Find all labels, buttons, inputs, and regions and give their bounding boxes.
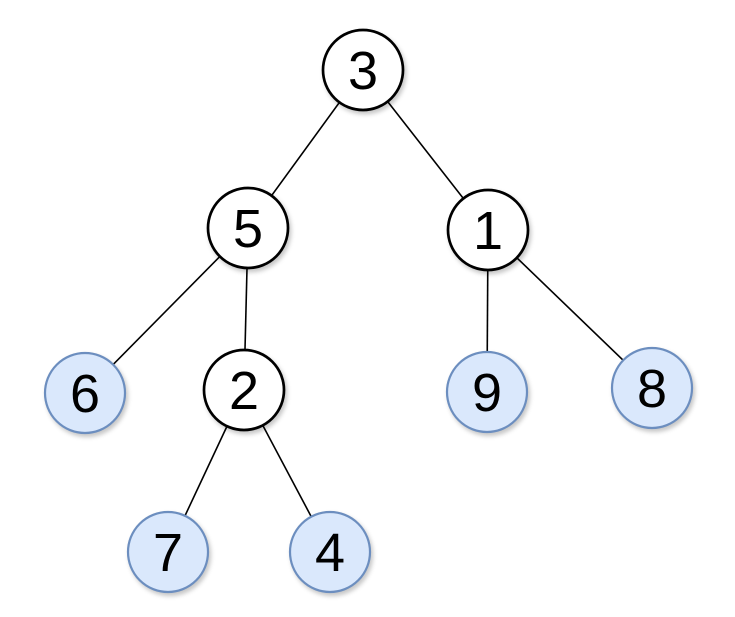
tree-node-4: 4 bbox=[288, 510, 372, 594]
tree-node-9: 9 bbox=[445, 350, 529, 434]
node-circle-2 bbox=[202, 348, 286, 432]
node-circle-1 bbox=[446, 188, 530, 272]
node-circle-5 bbox=[206, 186, 290, 270]
tree-node-2: 2 bbox=[202, 348, 286, 432]
node-label-4: 4 bbox=[315, 523, 345, 583]
node-label-1: 1 bbox=[473, 201, 503, 261]
node-label-6: 6 bbox=[70, 364, 100, 424]
node-circle-9 bbox=[445, 350, 529, 434]
tree-node-6: 6 bbox=[43, 351, 127, 435]
node-label-7: 7 bbox=[153, 523, 183, 583]
node-circle-6 bbox=[43, 351, 127, 435]
node-label-5: 5 bbox=[233, 199, 263, 259]
node-label-3: 3 bbox=[348, 41, 378, 101]
node-circle-3 bbox=[321, 28, 405, 112]
tree-node-1: 1 bbox=[446, 188, 530, 272]
tree-node-7: 7 bbox=[126, 510, 210, 594]
tree-node-3: 3 bbox=[321, 28, 405, 112]
node-label-9: 9 bbox=[472, 363, 502, 423]
node-label-2: 2 bbox=[229, 361, 259, 421]
node-circle-4 bbox=[288, 510, 372, 594]
tree-node-8: 8 bbox=[610, 346, 694, 430]
node-circle-7 bbox=[126, 510, 210, 594]
node-label-8: 8 bbox=[637, 359, 667, 419]
node-circle-8 bbox=[610, 346, 694, 430]
tree-node-5: 5 bbox=[206, 186, 290, 270]
